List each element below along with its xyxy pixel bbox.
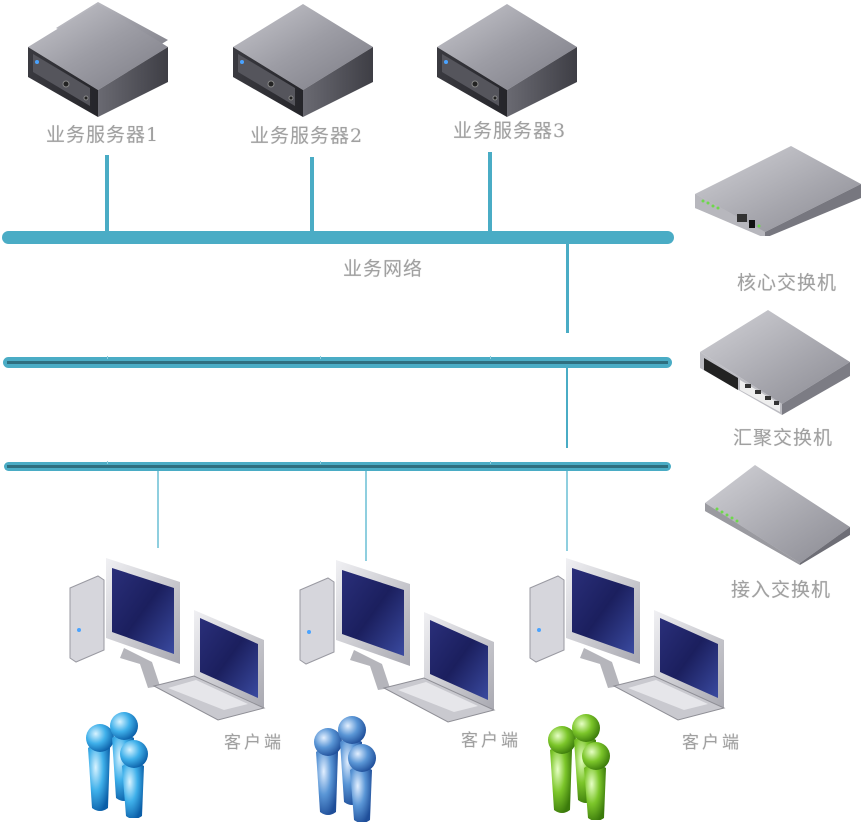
tick bbox=[107, 356, 108, 359]
tick bbox=[107, 461, 108, 464]
client2-drop bbox=[365, 471, 367, 561]
client-computers-icon bbox=[529, 558, 726, 721]
server-3[interactable] bbox=[437, 2, 577, 117]
client1-drop bbox=[157, 471, 159, 548]
core-aggregation-link bbox=[566, 244, 569, 333]
client-group-3[interactable] bbox=[528, 558, 728, 820]
business-network-bus bbox=[2, 231, 674, 244]
aggregation-access-link bbox=[566, 368, 568, 448]
core-switch-label: 核心交换机 bbox=[737, 272, 838, 294]
access-switch-label: 接入交换机 bbox=[731, 579, 832, 601]
tick bbox=[490, 356, 491, 359]
core-switch-icon bbox=[695, 146, 861, 236]
aggregation-bus-inner bbox=[7, 361, 668, 364]
server-2-label: 业务服务器2 bbox=[250, 125, 364, 147]
server-icon bbox=[437, 4, 577, 117]
tick bbox=[490, 461, 491, 464]
server-icon bbox=[28, 2, 168, 117]
access-bus-inner bbox=[7, 465, 668, 468]
tick bbox=[320, 461, 321, 464]
aggregation-switch[interactable] bbox=[700, 310, 850, 415]
client3-drop bbox=[566, 471, 568, 551]
server1-uplink bbox=[105, 155, 109, 235]
business-network-label: 业务网络 bbox=[343, 258, 424, 280]
server3-uplink bbox=[488, 152, 492, 235]
aggregation-switch-label: 汇聚交换机 bbox=[733, 427, 834, 449]
core-switch[interactable] bbox=[695, 146, 861, 236]
client-computers-icon bbox=[69, 558, 266, 721]
server-3-label: 业务服务器3 bbox=[453, 120, 567, 142]
access-switch-icon bbox=[705, 465, 850, 565]
client-group-2[interactable] bbox=[298, 560, 498, 822]
server-1-label: 业务服务器1 bbox=[46, 124, 160, 146]
client-group-1[interactable] bbox=[68, 558, 268, 820]
access-switch[interactable] bbox=[705, 465, 850, 565]
users-icon bbox=[86, 712, 148, 818]
client-1-label: 客户端 bbox=[224, 733, 284, 753]
server-2[interactable] bbox=[233, 2, 373, 117]
aggregation-switch-icon bbox=[700, 310, 850, 415]
server-1[interactable] bbox=[28, 2, 168, 117]
client-2-label: 客户端 bbox=[461, 731, 521, 751]
users-icon bbox=[314, 716, 376, 822]
client-computers-icon bbox=[299, 560, 496, 723]
server-icon bbox=[233, 4, 373, 117]
tick bbox=[320, 356, 321, 359]
client-3-label: 客户端 bbox=[682, 733, 742, 753]
users-icon bbox=[548, 714, 610, 820]
server2-uplink bbox=[310, 157, 314, 235]
